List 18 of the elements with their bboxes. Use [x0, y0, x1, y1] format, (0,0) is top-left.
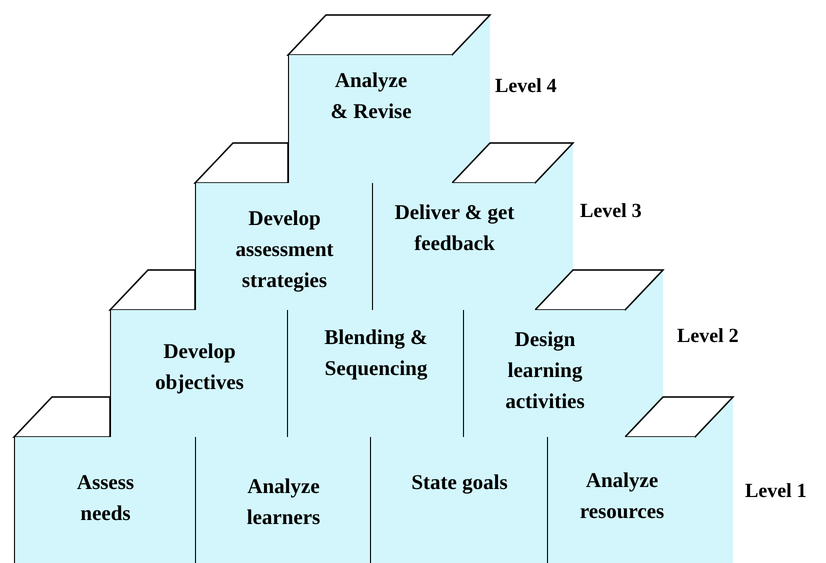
level-label: Level 4 — [495, 75, 557, 98]
cube-front — [370, 437, 547, 563]
cube-front — [195, 183, 372, 310]
cube-label: Analyze learners — [246, 473, 322, 531]
cube-label: Blending & Sequencing — [323, 324, 429, 382]
cube-label: Develop objectives — [154, 338, 245, 396]
cube-label: Assess needs — [76, 469, 136, 527]
level-label: Level 1 — [745, 480, 807, 503]
cube-label: Design learning activities — [504, 326, 586, 415]
level-label: Level 2 — [677, 325, 739, 348]
cube-label: State goals — [410, 469, 509, 496]
cube-label: Deliver & get feedback — [394, 199, 516, 257]
cube-label: Develop assessment strategies — [234, 205, 334, 294]
cube-front — [14, 437, 195, 563]
level-label: Level 3 — [580, 200, 642, 223]
cube-label: Analyze resources — [578, 467, 666, 525]
cube-label: Analyze & Revise — [329, 67, 413, 125]
cube-front — [195, 437, 370, 563]
